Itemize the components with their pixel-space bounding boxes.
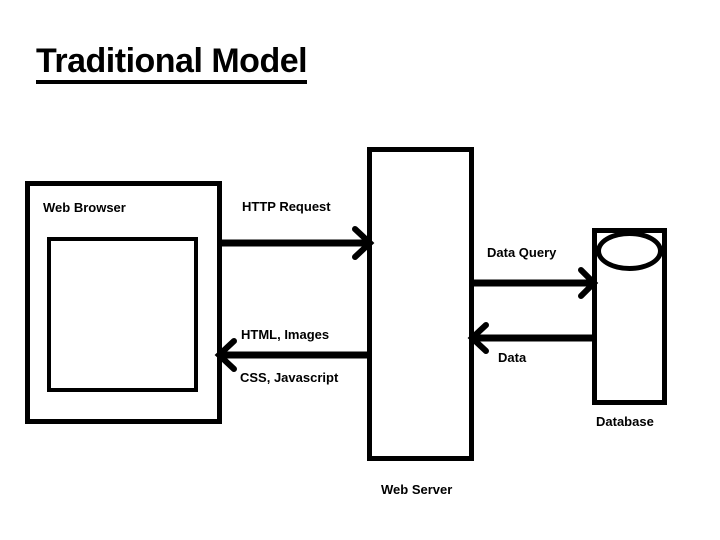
arrow-html-response (214, 338, 367, 372)
arrow-http-request (222, 226, 375, 260)
web-server-label: Web Server (381, 482, 453, 497)
arrow-data-return (467, 322, 592, 354)
database-cylinder-top-icon (596, 231, 663, 271)
arrow-label-data: Data (498, 350, 527, 365)
page-title: Traditional Model (36, 44, 308, 84)
arrow-label-html-images: HTML, Images (241, 327, 330, 342)
web-browser-viewport-shape (47, 237, 198, 392)
arrow-label-data-query: Data Query (487, 245, 557, 260)
web-browser-label: Web Browser (43, 200, 126, 215)
web-server-shape (367, 147, 474, 461)
database-label: Database (596, 414, 654, 429)
arrow-label-http-request: HTTP Request (242, 199, 331, 214)
arrow-label-css-javascript: CSS, Javascript (240, 370, 339, 385)
arrow-data-query (474, 267, 599, 299)
